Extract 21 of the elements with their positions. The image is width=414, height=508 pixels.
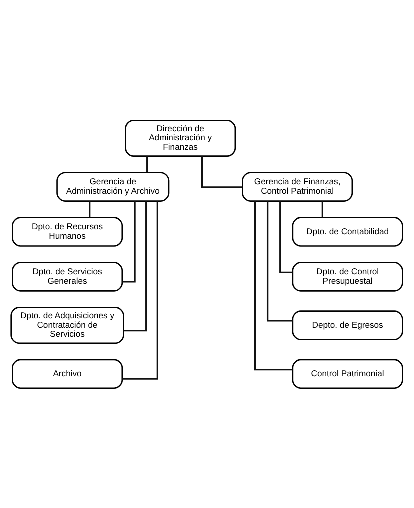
node-box: Gerencia de Finanzas, Control Patrimonial xyxy=(242,172,354,202)
node-box: Dpto. de Contabilidad xyxy=(292,216,404,246)
node-box: Archivo xyxy=(12,358,124,389)
connector xyxy=(254,200,293,370)
node-box: Gerencia de Administración y Archivo xyxy=(56,172,170,202)
connector xyxy=(89,200,91,218)
connector xyxy=(266,200,293,322)
connector xyxy=(124,200,148,332)
connector xyxy=(322,200,324,218)
node-box: Dirección de Administración y Finanzas xyxy=(125,119,236,156)
connector xyxy=(146,156,148,172)
node-box: Dpto. de Control Presupuestal xyxy=(292,262,404,292)
node-box: Control Patrimonial xyxy=(292,358,404,389)
node-box: Dpto. de Adquisiciones y Contratación de Servicios xyxy=(10,306,124,344)
connector xyxy=(122,200,136,282)
connector xyxy=(201,156,243,188)
connector xyxy=(280,200,293,273)
node-box: Depto. de Egresos xyxy=(292,310,404,340)
node-box: Dpto. de Servicios Generales xyxy=(12,262,124,292)
node-box: Dpto. de Recursos Humanos xyxy=(12,216,124,246)
connector xyxy=(122,201,158,380)
